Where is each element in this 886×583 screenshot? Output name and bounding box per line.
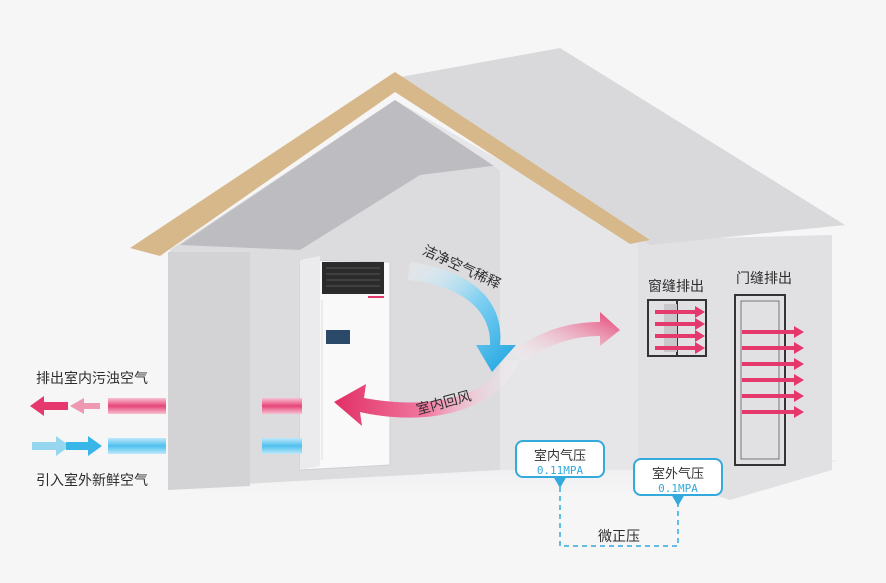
outdoor-pressure-label: 室外气压 [651,467,704,482]
door-exhaust-arrows [742,326,804,418]
gable-wall [395,100,638,470]
exhaust-pipe-inside [262,398,302,414]
clean-air-arrow [408,262,516,372]
label-intake-fresh: 引入室外新鲜空气 [36,473,148,489]
label-micro-positive: 微正压 [598,529,640,545]
indoor-pressure-label: 室内气压 [533,449,586,464]
fresh-air-unit [299,256,391,471]
label-window-exhaust: 窗缝排出 [648,279,704,295]
pressure-connector [559,478,679,547]
window-flow-arrow [512,312,620,362]
outdoor-pressure-box: 室外气压 0.1MPA [633,458,723,496]
indoor-pressure-box: 室内气压 0.11MPA [515,440,605,478]
intake-pipe-outside [108,438,166,454]
intake-fresh-arrows [32,436,102,456]
outdoor-pressure-value: 0.1MPA [658,482,698,495]
label-door-exhaust: 门缝排出 [736,271,792,287]
roof-underside [180,100,500,250]
exhaust-pipe-outside [108,398,166,414]
window-exhaust-arrows [655,306,705,354]
indoor-return-arrow [334,360,520,426]
intake-pipe-inside [262,438,302,454]
indoor-pressure-value: 0.11MPA [536,464,584,477]
label-exhaust-outdoor: 排出室内污浊空气 [36,371,148,387]
roof-trim [130,72,650,256]
exhaust-outdoor-arrows [30,396,100,416]
roof-side [395,48,845,245]
front-wall-left [168,252,250,490]
